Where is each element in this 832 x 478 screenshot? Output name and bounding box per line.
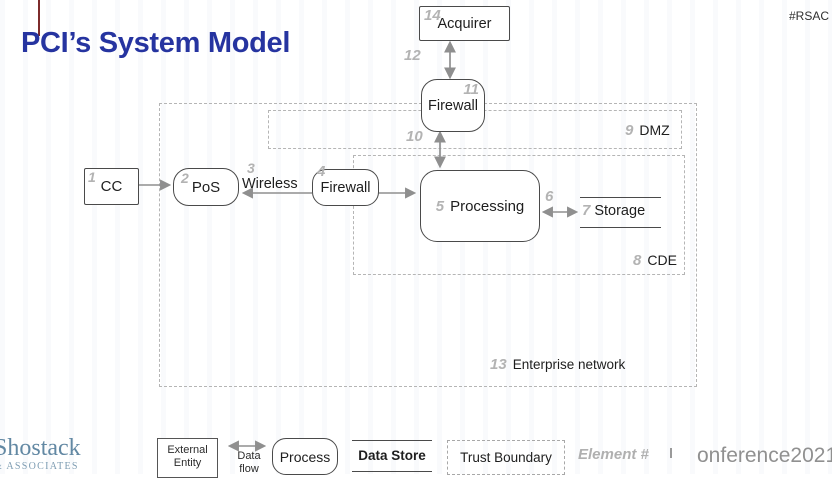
storage-bottom-line — [580, 227, 661, 228]
storage-label: Storage — [594, 203, 646, 219]
enterprise-label-text: Enterprise network — [512, 357, 626, 372]
wireless-number: 3 — [247, 160, 255, 176]
legend-external-entity: External Entity — [157, 438, 218, 478]
legend-data-store-label: Data Store — [358, 448, 426, 463]
cc-number: 1 — [88, 169, 96, 185]
legend-external-entity-line1: External — [167, 444, 208, 456]
cde-label: 8 CDE — [633, 252, 677, 269]
legend-trust-boundary: Trust Boundary — [447, 440, 565, 475]
firewall-dmz-label: Firewall — [428, 97, 478, 114]
dmz-number: 9 — [625, 122, 634, 139]
firewall-dmz-number: 11 — [463, 81, 479, 98]
acquirer-number: 14 — [424, 7, 441, 24]
legend-trust-boundary-label: Trust Boundary — [460, 450, 552, 465]
cc-label: CC — [100, 178, 123, 195]
slide-title: PCI’s System Model — [21, 27, 291, 59]
firewall-inner-node: Firewall — [312, 169, 379, 206]
processing-node: 5 Processing — [420, 170, 540, 242]
pos-label: PoS — [191, 178, 221, 196]
acquirer-label: Acquirer — [437, 15, 492, 32]
pos-number: 2 — [181, 170, 189, 186]
firewall-inner-number: 4 — [317, 163, 326, 180]
legend-process-label: Process — [279, 448, 331, 465]
cde-label-text: CDE — [647, 252, 677, 268]
flow-processing-storage-number: 6 — [545, 188, 554, 205]
legend-external-entity-line2: Entity — [173, 457, 202, 469]
rsac-conference-logo-fragment — [670, 448, 672, 458]
firewall-dmz-node: 11 Firewall — [421, 79, 485, 132]
processing-label: Processing — [450, 197, 525, 215]
legend-process: Process — [272, 438, 338, 475]
dmz-label: 9 DMZ — [625, 122, 670, 139]
flow-firewall-processing-number: 10 — [406, 128, 423, 145]
legend-datastore-bottom-line — [352, 471, 432, 472]
wireless-label: Wireless — [242, 176, 298, 192]
acquirer-node: 14 Acquirer — [419, 6, 510, 41]
legend-element-number-label: Element # — [578, 446, 649, 463]
legend-data-flow-label: Data flow — [227, 450, 271, 476]
flow-acquirer-firewall-number: 12 — [404, 47, 421, 64]
cde-boundary — [353, 155, 685, 275]
shostack-logo: Shostack — [0, 435, 81, 461]
enterprise-number: 13 — [490, 356, 507, 373]
legend-data-flow-line1: Data — [237, 450, 261, 462]
pos-node: 2 PoS — [173, 168, 239, 206]
storage-datastore: 7 Storage — [582, 202, 645, 219]
cde-number: 8 — [633, 252, 642, 269]
legend-datastore-top-line — [352, 440, 432, 441]
rsac-conference-logo-text: onference2021 — [697, 444, 832, 467]
storage-top-line — [580, 197, 661, 198]
storage-number: 7 — [582, 202, 591, 219]
rsac-hashtag: #RSAC — [789, 9, 830, 23]
legend-data-flow-line2: flow — [239, 463, 259, 475]
dmz-label-text: DMZ — [639, 122, 670, 138]
processing-number: 5 — [435, 197, 445, 215]
shostack-logo-subtitle: & ASSOCIATES — [0, 461, 79, 472]
cc-node: 1 CC — [84, 168, 139, 205]
slide-accent-line — [38, 0, 40, 36]
enterprise-label: 13 Enterprise network — [490, 356, 625, 373]
firewall-inner-label: Firewall — [320, 179, 371, 196]
